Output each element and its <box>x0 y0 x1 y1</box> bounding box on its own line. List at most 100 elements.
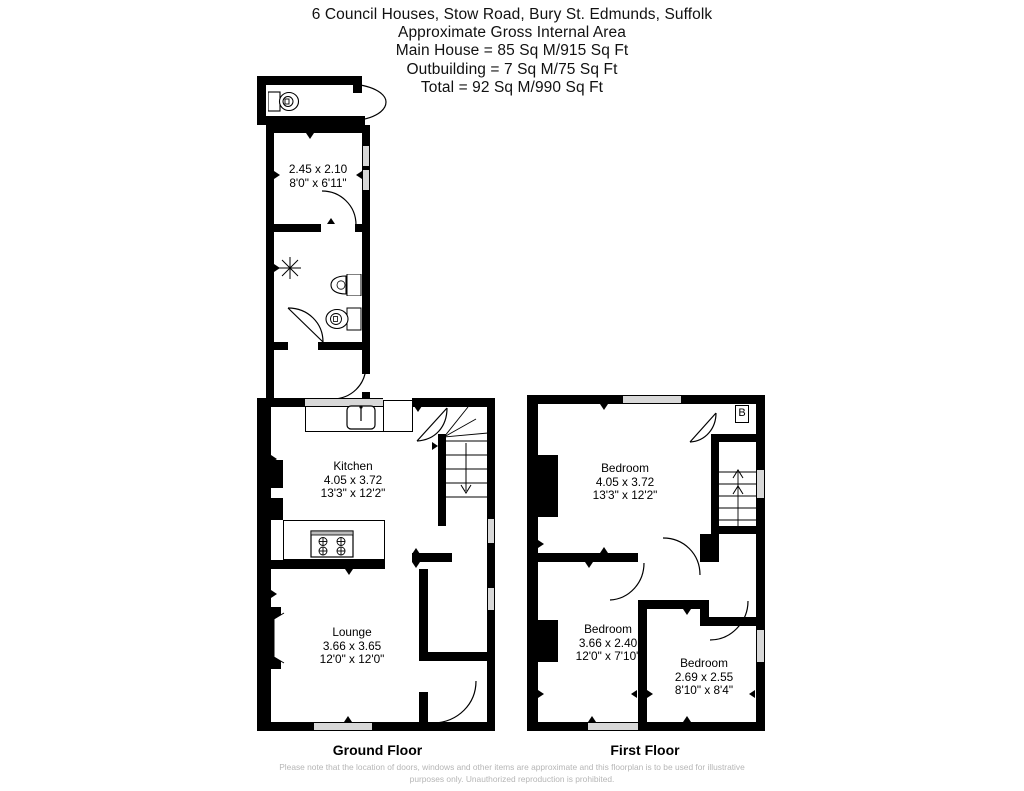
property-address: 6 Council Houses, Stow Road, Bury St. Ed… <box>311 6 713 23</box>
bedroom3-name: Bedroom <box>680 656 728 670</box>
wall-kitchen-top-right <box>412 398 495 407</box>
wall-kitchen-left-jog-upper <box>271 460 283 488</box>
door-bedroom-main-landing <box>688 412 718 444</box>
front-door <box>432 680 478 726</box>
wall-bedroom-main-chimney <box>538 455 558 517</box>
wall-outbuilding-left <box>257 76 266 125</box>
door-stairs-ground <box>415 407 449 443</box>
boiler-marker-b: B <box>735 405 749 423</box>
disclaimer: Please note that the location of doors, … <box>212 762 812 785</box>
wall-bathroom-bottom-left <box>266 342 288 350</box>
window-outbuilding-right-upper <box>362 146 370 166</box>
radiator-marker-lounge-bottom <box>344 716 352 722</box>
window-kitchen-top <box>305 398 383 407</box>
ground-floor-plan: 2.45 x 2.10 8'0" x 6'11" <box>0 0 520 740</box>
total-area: Total = 92 Sq M/990 Sq Ft <box>420 78 604 96</box>
first-floor-caption: First Floor <box>610 742 680 758</box>
radiator-marker-bedroom2-top <box>585 562 593 568</box>
radiator-marker-bedroom2-left <box>538 690 544 698</box>
door-outbuilding <box>320 189 358 227</box>
wall-bedroom-main-bottom-left <box>538 553 638 562</box>
outbuilding-dim-metric: 2.45 x 2.10 <box>288 162 348 176</box>
wall-kitchen-right <box>487 398 495 526</box>
bedroom2-dim-imperial: 12'0" x 7'10" <box>575 649 641 664</box>
wall-hall-stub <box>419 692 428 722</box>
wall-corridor-right-lower <box>362 392 370 400</box>
door-bedroom-main <box>662 537 702 577</box>
radiator-marker-outbuilding-top <box>306 133 314 139</box>
wall-bedroom3-top-right-2 <box>700 617 756 626</box>
radiator-marker-kitchen-bottom <box>412 548 420 554</box>
window-landing-right <box>756 470 765 498</box>
wall-wc-bottom <box>257 116 365 125</box>
toilet-icon-bathroom <box>324 306 362 332</box>
bedroom-main-dim-metric: 4.05 x 3.72 <box>595 474 655 489</box>
radiator-marker-bedroom3-bottom <box>683 716 691 722</box>
wall-bathroom-left <box>266 232 274 350</box>
window-bedroom-main-top <box>623 395 681 404</box>
wall-landing-top <box>711 434 757 442</box>
wall-hall-left <box>419 569 428 661</box>
fireplace-recess-icon <box>271 612 285 664</box>
wall-outbuilding-room-bottom-left <box>266 224 321 232</box>
hob-icon-kitchen <box>310 530 354 558</box>
outbuilding-area: Outbuilding = 7 Sq M/75 Sq Ft <box>406 60 618 78</box>
wall-bedroom3-top-right <box>700 600 709 624</box>
window-hall-right-lower <box>487 588 495 610</box>
wall-lounge-bottom <box>257 722 495 731</box>
door-wc <box>350 83 392 123</box>
wall-landing-bottom <box>711 526 757 534</box>
wall-bathroom-bottom-right <box>318 342 370 350</box>
wall-bedroom-main-bottom-right <box>700 534 719 562</box>
radiator-marker-bathroom-left <box>274 264 280 272</box>
bedroom2-dim-metric: 3.66 x 2.40 <box>578 635 638 650</box>
outbuilding-dim-imperial: 8'0" x 6'11" <box>289 175 347 190</box>
door-bedroom3 <box>708 600 750 642</box>
wall-outbuilding-room-bottom-right <box>355 224 370 232</box>
wall-hall-right <box>487 526 495 731</box>
bedroom-main-dim-imperial: 13'3" x 12'2" <box>592 488 658 503</box>
wall-landing-left <box>711 434 719 534</box>
ground-floor-caption: Ground Floor <box>332 742 423 758</box>
window-outbuilding-right-lower <box>362 170 370 190</box>
header: 6 Council Houses, Stow Road, Bury St. Ed… <box>0 6 1024 97</box>
area-caption: Approximate Gross Internal Area <box>398 24 626 42</box>
wall-bedroom3-top <box>647 600 707 609</box>
room-label-kitchen: Kitchen 4.05 x 3.72 13'3" x 12'2" <box>293 459 413 501</box>
radiator-marker-kitchen-top <box>414 406 422 412</box>
radiator-marker-bedroom-main-left <box>538 540 544 548</box>
room-label-lounge: Lounge 3.66 x 3.65 12'0" x 12'0" <box>292 625 412 667</box>
disclaimer-line-2: purposes only. Unauthorized reproduction… <box>409 773 615 784</box>
wall-kitchen-top-left <box>257 398 305 407</box>
wall-bathroom-right <box>362 232 370 350</box>
staircase-first <box>719 442 757 534</box>
radiator-marker-bedroom-main-right <box>703 540 709 548</box>
wall-kitchen-bottom-right <box>412 553 452 562</box>
wall-first-bottom <box>527 722 765 731</box>
wall-bedroom2-chimney <box>538 620 558 662</box>
door-bathroom <box>287 307 325 345</box>
radiator-marker-outbuilding-right <box>356 171 362 179</box>
radiator-marker-bedroom2-right <box>631 690 637 698</box>
sink-icon-kitchen <box>345 403 379 431</box>
window-lounge-bottom <box>314 722 372 731</box>
wall-first-right <box>756 395 765 731</box>
room-label-bedroom-main: Bedroom 4.05 x 3.72 13'3" x 12'2" <box>565 461 685 503</box>
window-bedroom2-bottom <box>588 722 638 731</box>
kitchen-dim-imperial: 13'3" x 12'2" <box>320 486 386 501</box>
radiator-marker-bedroom3-left <box>647 690 653 698</box>
radiator-marker-bedroom2-bottom <box>588 716 596 722</box>
radiator-marker-kitchen-left <box>271 455 277 463</box>
wall-stairs-left <box>438 434 446 526</box>
staircase-ground <box>446 407 488 525</box>
radiator-marker-bedroom3-top <box>683 609 691 615</box>
main-house-area: Main House = 85 Sq M/915 Sq Ft <box>395 42 629 60</box>
radiator-marker-bedroom-main-bottom <box>600 547 608 553</box>
radiator-marker-hall-top <box>412 562 420 568</box>
first-floor-plan: B <box>527 395 765 731</box>
radiator-marker-bedroom-main-top <box>600 404 608 410</box>
room-label-bedroom2: Bedroom 3.66 x 2.40 12'0" x 7'10" <box>548 622 668 664</box>
light-fitting-star-icon <box>278 256 302 280</box>
radiator-marker-lounge-left <box>271 590 277 598</box>
kitchen-dim-metric: 4.05 x 3.72 <box>323 472 383 487</box>
